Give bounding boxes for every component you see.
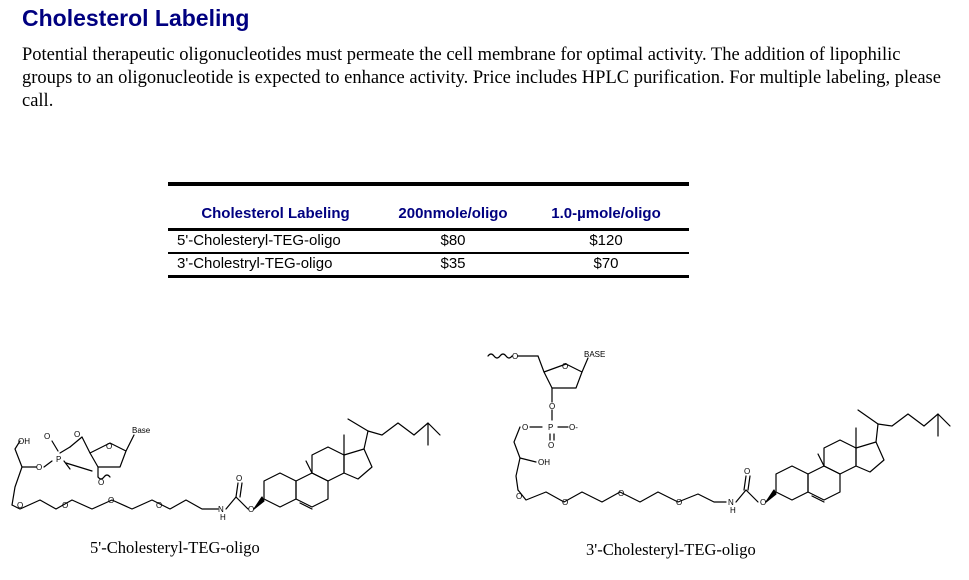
row-product-name: 5'-Cholesteryl-TEG-oligo — [168, 229, 383, 254]
right-o-label: O — [549, 402, 555, 411]
right-n-label: N — [728, 498, 734, 507]
left-o-label: O — [156, 501, 162, 510]
table-row: 5'-Cholesteryl-TEG-oligo $80 $120 — [168, 229, 689, 254]
left-o-label: O — [44, 432, 50, 441]
left-oh-label: OH — [18, 437, 30, 446]
right-o-label: O — [512, 352, 518, 361]
row-price-1umole: $70 — [523, 253, 689, 278]
row-price-200nmole: $35 — [383, 253, 523, 278]
row-price-200nmole: $80 — [383, 229, 523, 254]
left-o-label: O — [36, 463, 42, 472]
table-header-row: Cholesterol Labeling 200nmole/oligo 1.0-… — [168, 184, 689, 231]
caption-5-cholesteryl-teg-oligo: 5'-Cholesteryl-TEG-oligo — [90, 538, 260, 557]
right-o-label: O — [522, 423, 528, 432]
header-cholesterol-labeling: Cholesterol Labeling — [168, 184, 383, 231]
right-o-label: O — [676, 498, 682, 507]
caption-3-cholesteryl-teg-oligo: 3'-Cholesteryl-TEG-oligo — [586, 540, 756, 559]
right-o-label: O — [562, 362, 568, 371]
right-o-label: O — [516, 492, 522, 501]
header-200nmole: 200nmole/oligo — [383, 184, 523, 231]
structure-3-cholesteryl-teg: O O BASE O P O O- O OH O O O O N H O O — [487, 350, 951, 515]
left-o-label: O — [108, 496, 114, 505]
right-o-label: O — [562, 498, 568, 507]
left-n-label: N — [218, 505, 224, 514]
right-oh-label: OH — [538, 458, 550, 467]
structure-5-cholesteryl-teg: OH O O P O O O Base O O O O N H O O — [11, 418, 441, 522]
left-base-label: Base — [132, 426, 151, 435]
page-title: Cholesterol Labeling — [22, 5, 250, 31]
pricing-table: Cholesterol Labeling 200nmole/oligo 1.0-… — [168, 182, 689, 278]
right-o-label: O — [618, 489, 624, 498]
left-o-label: O — [17, 501, 23, 510]
left-o-label: O — [106, 442, 112, 451]
left-o-label: O — [62, 501, 68, 510]
right-p-label: P — [548, 423, 553, 432]
left-o-label: O — [98, 478, 104, 487]
row-price-1umole: $120 — [523, 229, 689, 254]
intro-paragraph: Potential therapeutic oligonucleotides m… — [22, 45, 941, 111]
header-1umole: 1.0-µmole/oligo — [523, 184, 689, 231]
right-h-label: H — [730, 506, 736, 515]
right-o-label: O — [744, 467, 750, 476]
left-o-label: O — [236, 474, 242, 483]
left-h-label: H — [220, 513, 226, 522]
table-row: 3'-Cholestryl-TEG-oligo $35 $70 — [168, 253, 689, 278]
right-base-label: BASE — [584, 350, 605, 359]
left-p-label: P — [56, 455, 61, 464]
right-o-label: O — [548, 441, 554, 450]
left-o-label: O — [74, 430, 80, 439]
left-o-label: O — [248, 505, 254, 514]
row-product-name: 3'-Cholestryl-TEG-oligo — [168, 253, 383, 278]
right-o-minus-label: O- — [569, 423, 578, 432]
right-o-label: O — [760, 498, 766, 507]
